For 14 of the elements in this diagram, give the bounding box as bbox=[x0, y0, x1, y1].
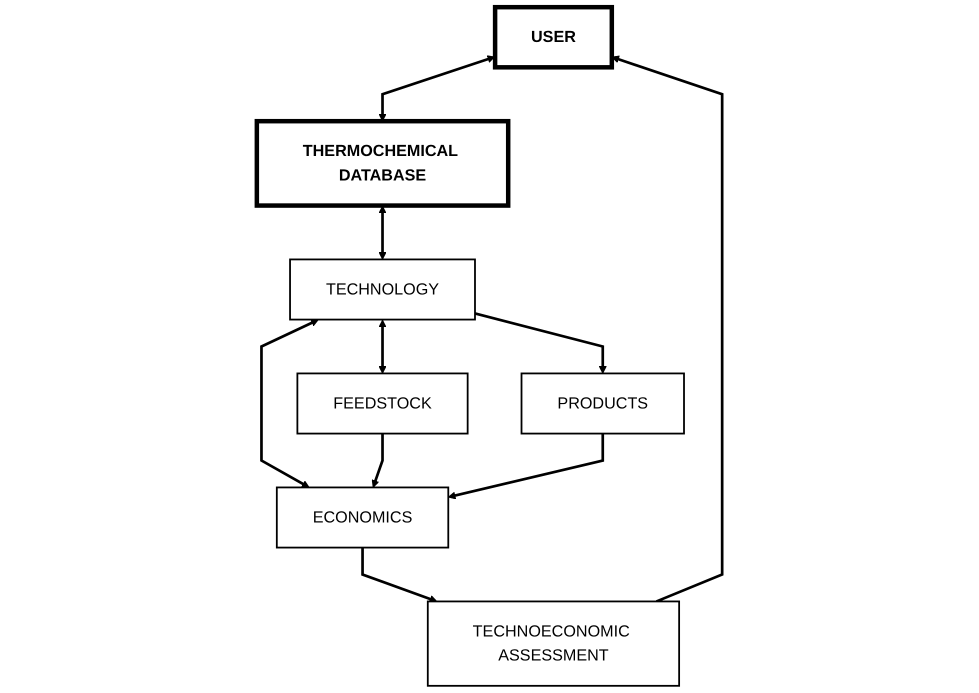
node-box: FEEDSTOCK bbox=[296, 372, 469, 434]
arrow bbox=[448, 434, 604, 500]
node-box: PRODUCTS bbox=[520, 372, 685, 434]
arrow bbox=[474, 312, 607, 374]
node-box: ECONOMICS bbox=[276, 486, 450, 548]
node-box: USER bbox=[492, 4, 614, 70]
node-box: TECHNOLOGY bbox=[289, 258, 476, 320]
node-box: TECHNOECONOMIC ASSESSMENT bbox=[426, 600, 680, 687]
arrow bbox=[372, 434, 384, 488]
arrow bbox=[378, 320, 386, 374]
node-box: THERMOCHEMICAL DATABASE bbox=[254, 118, 510, 208]
arrow bbox=[260, 319, 319, 488]
arrow bbox=[361, 548, 438, 603]
arrow bbox=[378, 206, 386, 260]
